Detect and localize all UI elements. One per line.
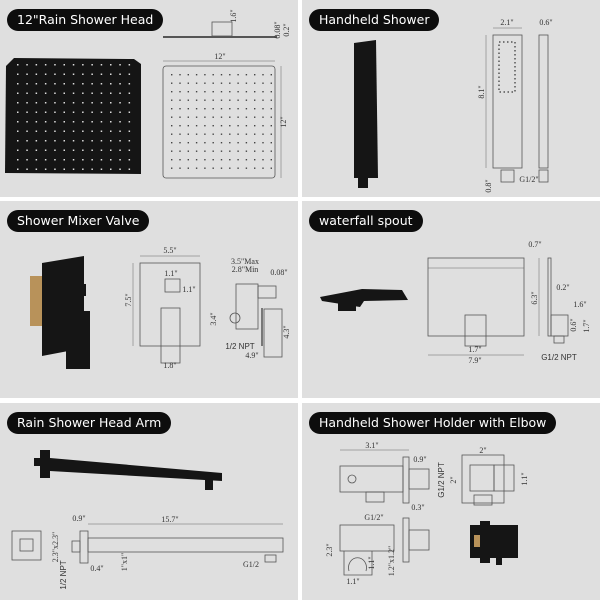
dim-thread: G1/2" xyxy=(519,175,538,184)
shower-arm-photo xyxy=(40,450,50,478)
dim-knob-height: 1.1" xyxy=(182,285,195,294)
front-view xyxy=(492,34,523,169)
dim-flange: 2.3"x2.3" xyxy=(51,532,60,563)
dim-height: 2.3" xyxy=(325,543,334,556)
dim-flange-width: 2" xyxy=(479,446,486,455)
dim-plate-thickness: 0.08" xyxy=(270,268,287,277)
handheld-shower-photo xyxy=(354,40,378,178)
dim-arm-section: 1"x1" xyxy=(120,553,129,572)
dim-flange-depth: 0.9" xyxy=(72,514,85,523)
dim-neck-height: 1.6" xyxy=(229,9,238,22)
panel-waterfall-spout: 0.7" 6.3" 0.2" 1.6" 0.6" 1.7" 1.7" 7.9" … xyxy=(302,201,600,398)
section-title: Handheld Shower xyxy=(309,9,440,31)
dim-width: 2.1" xyxy=(500,18,513,27)
dim-flange-height: 2" xyxy=(449,476,458,483)
front-plate xyxy=(139,262,201,347)
dim-handle-height: 4.3" xyxy=(282,325,291,338)
dim-height: 12" xyxy=(279,116,288,127)
dim-npt: 1/2 NPT xyxy=(225,342,254,351)
dim-cradle-width: 1.1" xyxy=(346,577,359,586)
rain-shower-head-drawing: /* placeholder */ 12" 12" 1.6" 0.08" 0.2… xyxy=(5,9,291,179)
front-view-plate xyxy=(162,65,276,179)
dim-knob-width: 1.1" xyxy=(164,269,177,278)
dim-flange-thickness: 0.3" xyxy=(411,503,424,512)
dim-depth-max: 3.5"Max xyxy=(231,257,259,266)
handheld-shower-drawing: 2.1" 0.6" 8.1" 0.8" G1/2" xyxy=(354,18,553,193)
side-view xyxy=(538,34,549,169)
panel-shower-mixer-valve: 5.5" 1.1" 1.1" 7.5" 1.8" 3.5"Max 2.8"Min… xyxy=(0,201,298,398)
section-title: Shower Mixer Valve xyxy=(7,210,150,232)
dim-offset: 0.4" xyxy=(90,564,103,573)
dim-depth-min: 2.8"Min xyxy=(232,265,259,274)
dim-length: 8.1" xyxy=(477,85,486,98)
dim-connector: 0.8" xyxy=(484,179,493,192)
dim-inlet-height: 0.6" xyxy=(569,318,578,331)
waterfall-spout-drawing: 0.7" 6.3" 0.2" 1.6" 0.6" 1.7" 1.7" 7.9" … xyxy=(320,240,591,365)
dim-outlet: G1/2" xyxy=(364,513,383,522)
section-title: waterfall spout xyxy=(309,210,423,232)
dim-body-height: 3.4" xyxy=(209,312,218,325)
dim-inlet-length: 0.9" xyxy=(413,455,426,464)
dim-width: 7.9" xyxy=(468,356,481,365)
dim-length: 3.1" xyxy=(365,441,378,450)
dim-height: 6.3" xyxy=(530,291,539,304)
panel-handheld-shower: 2.1" 0.6" 8.1" 0.8" G1/2" Handheld Showe… xyxy=(302,0,600,197)
dim-thickness: 0.2" xyxy=(556,283,569,292)
dim-total-depth: 4.9" xyxy=(245,351,258,360)
dim-edge: 0.2" xyxy=(282,23,291,36)
dim-length: 15.7" xyxy=(161,515,178,524)
dim-npt: G1/2 NPT xyxy=(437,462,446,498)
dim-depth: 0.6" xyxy=(539,18,552,27)
dim-block-height: 1.7" xyxy=(582,319,591,332)
side-view-neck xyxy=(211,21,233,37)
dim-depth: 1.6" xyxy=(573,300,586,309)
dim-plate-width: 5.5" xyxy=(163,246,176,255)
dim-cradle-height: 1.1" xyxy=(367,556,376,569)
panel-handheld-shower-holder: 3.1" 0.9" G1/2 NPT 0.3" G1/2" 2" 2" 1.1"… xyxy=(302,403,600,600)
nozzle-dots xyxy=(17,64,272,170)
section-title: Handheld Shower Holder with Elbow xyxy=(309,412,557,434)
dim-block-width: 1.7" xyxy=(468,345,481,354)
mixer-valve-drawing: 5.5" 1.1" 1.1" 7.5" 1.8" 3.5"Max 2.8"Min… xyxy=(30,246,291,370)
section-title: Rain Shower Head Arm xyxy=(7,412,172,434)
waterfall-spout-photo xyxy=(320,289,408,307)
front-view xyxy=(427,257,525,337)
dim-lip: 0.7" xyxy=(528,240,541,249)
dim-section: 1.2"x1.2" xyxy=(387,546,396,577)
dim-body-height: 1.1" xyxy=(520,472,529,485)
dim-handle-width: 1.8" xyxy=(163,361,176,370)
shower-arm-drawing: 0.9" 15.7" 2.3"x2.3" 1/2 NPT 0.4" 1"x1" … xyxy=(11,450,284,590)
dim-width: 12" xyxy=(214,52,225,61)
panel-rain-shower-head: /* placeholder */ 12" 12" 1.6" 0.08" 0.2… xyxy=(0,0,298,197)
panel-rain-shower-head-arm: 0.9" 15.7" 2.3"x2.3" 1/2 NPT 0.4" 1"x1" … xyxy=(0,403,298,600)
dim-plate-height: 7.5" xyxy=(124,293,133,306)
dim-plate-thickness: 0.08" xyxy=(273,21,282,38)
section-title: 12"Rain Shower Head xyxy=(7,9,164,31)
dim-thread: G1/2 xyxy=(243,560,259,569)
dim-npt: 1/2 NPT xyxy=(59,560,68,589)
dim-thread: G1/2 NPT xyxy=(541,353,577,362)
rain-shower-head-photo xyxy=(5,58,141,174)
holder-drawing: 3.1" 0.9" G1/2 NPT 0.3" G1/2" 2" 2" 1.1"… xyxy=(325,441,529,586)
